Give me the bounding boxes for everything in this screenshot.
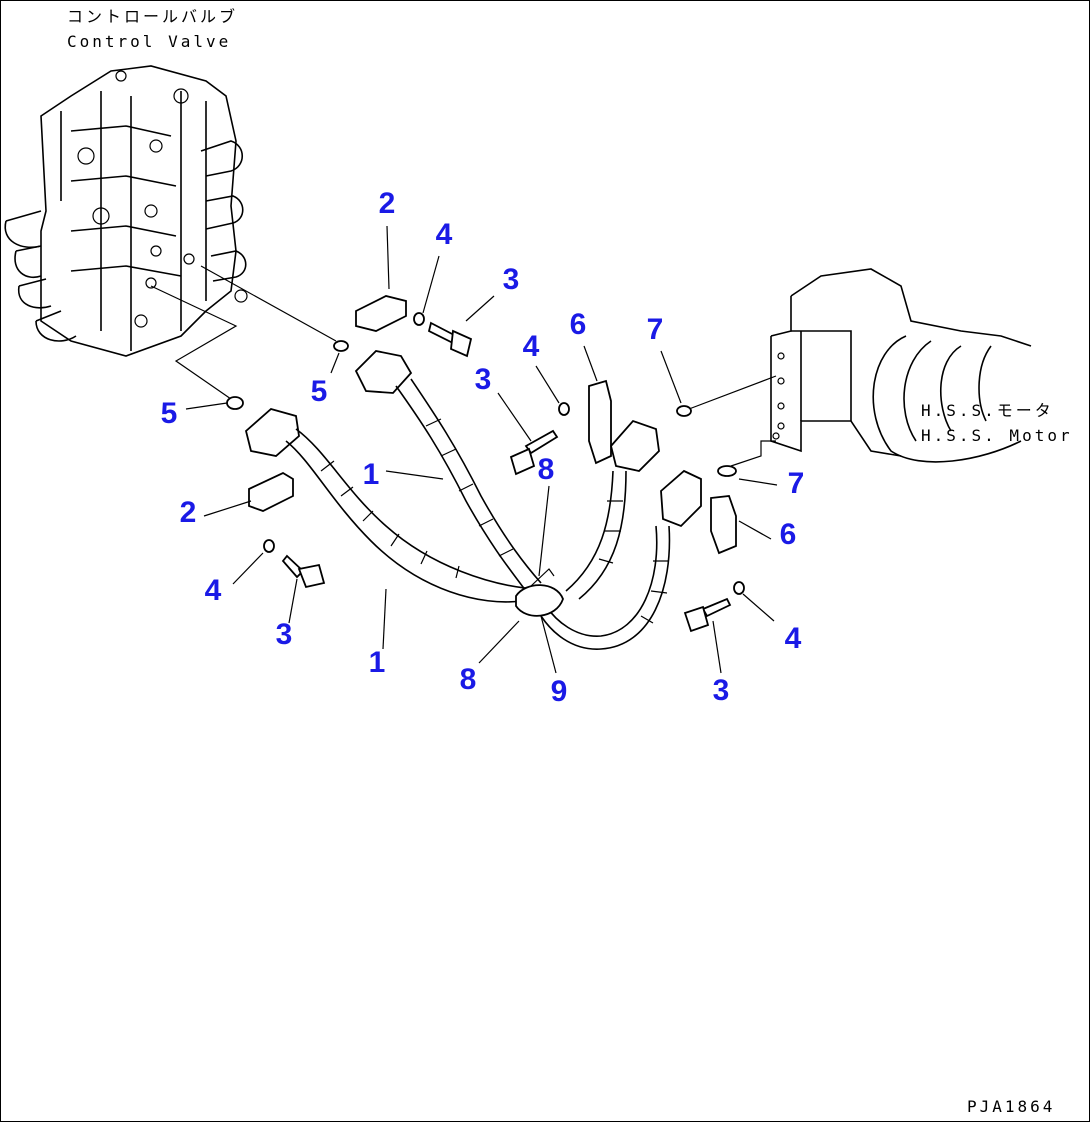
leader-motor-to-oring-lower — [730, 440, 776, 467]
o-ring-5-lower — [226, 396, 244, 410]
callout-3-lower-left: 3 — [276, 618, 293, 651]
callout-2-lower: 2 — [180, 496, 197, 529]
bolt-3-b — [509, 429, 559, 476]
callout-3-lower-right: 3 — [713, 674, 730, 707]
callout-3-upper: 3 — [503, 263, 520, 296]
o-ring-7-lower — [717, 465, 737, 477]
washer-4-d — [733, 581, 745, 595]
hose-1-left — [244, 408, 537, 603]
callout-7-lower: 7 — [788, 467, 805, 500]
hss-motor-caption-jp: H.S.S.モータ — [921, 401, 1054, 420]
callout-8-lower: 8 — [460, 663, 477, 696]
callout-1-upper: 1 — [363, 458, 380, 491]
callout-5-lower: 5 — [161, 397, 178, 430]
split-flange-2-lower — [248, 471, 294, 512]
callout-6-upper: 6 — [570, 308, 587, 341]
callout-2-upper: 2 — [379, 187, 396, 220]
control-valve-caption-jp: コントロールバルブ — [67, 7, 239, 26]
drawing-code: PJA1864 — [967, 1097, 1056, 1116]
leader-motor-to-oring-upper — [688, 375, 777, 410]
control-valve-caption-en: Control Valve — [67, 32, 232, 51]
leader-valve-to-oring-upper — [200, 265, 337, 342]
washer-4-a — [413, 312, 425, 326]
leader-valve-to-oring-lower — [150, 285, 238, 400]
hss-motor-caption-en: H.S.S. Motor — [921, 426, 1073, 445]
callout-4-lower-left: 4 — [205, 574, 222, 607]
callout-leaders — [185, 225, 778, 674]
split-flange-2-upper — [355, 295, 407, 332]
callout-6-lower: 6 — [780, 518, 797, 551]
hose-right-upper — [565, 419, 660, 600]
o-ring-5-upper — [333, 340, 349, 352]
clamp-tab — [530, 568, 555, 587]
callout-8-upper: 8 — [538, 453, 555, 486]
hose-1-upper — [354, 350, 542, 592]
hose-clamp-8-9 — [515, 584, 564, 617]
callout-5-upper: 5 — [311, 375, 328, 408]
bolt-3-a — [427, 321, 473, 358]
split-flange-6-upper — [588, 379, 612, 465]
callout-4-middle: 4 — [523, 330, 540, 363]
control-valve-illustration — [4, 65, 248, 357]
callout-1-lower: 1 — [369, 646, 386, 679]
split-flange-6-lower — [710, 495, 737, 555]
callout-4-upper: 4 — [436, 218, 453, 251]
callout-7-upper: 7 — [647, 313, 664, 346]
o-ring-7-upper — [676, 405, 692, 417]
hose-right-lower — [540, 469, 702, 650]
bolt-3-d — [683, 597, 732, 633]
washer-4-c — [263, 539, 275, 553]
bolt-3-c — [281, 554, 326, 589]
callout-9: 9 — [551, 675, 568, 708]
callout-4-lower-right: 4 — [785, 622, 802, 655]
callout-3-middle: 3 — [475, 363, 492, 396]
hss-motor-illustration — [770, 268, 1032, 463]
washer-4-b — [558, 402, 570, 416]
